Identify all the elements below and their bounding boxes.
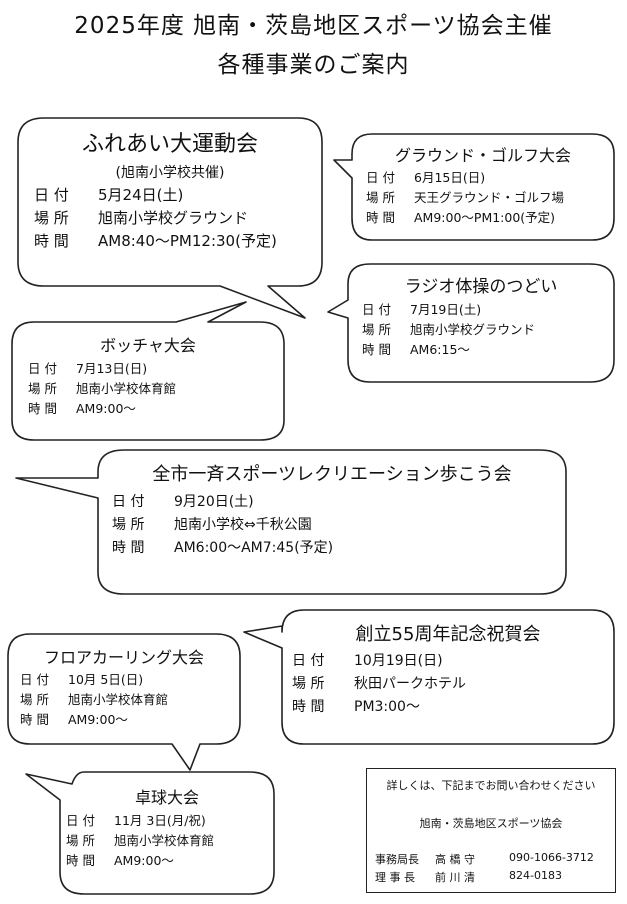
bubble-sports-day [17,117,323,319]
time-label: 時 間 [28,401,57,416]
event-title: フロアカーリング大会 [43,648,204,667]
time-label: 時 間 [66,853,95,868]
event-place: 旭南小学校体育館 [68,692,169,707]
bubble-radio-exercise [327,263,615,383]
time-label: 時 間 [34,232,69,250]
event-title: グラウンド・ゴルフ大会 [394,146,571,165]
place-label: 場 所 [20,692,49,707]
date-label: 日 付 [292,653,325,669]
event-time: AM9:00～ [68,712,128,727]
place-label: 場 所 [28,381,57,396]
contact-name-2: 前 川 清 [435,871,475,884]
event-card-walking: 全市一斉スポーツレクリエーション歩こう会 日 付 9月20日(土) 場 所 旭南小学… [98,460,566,560]
event-time: AM6:15～ [410,342,470,357]
event-date: 7月13日(日) [76,361,148,376]
event-title: 卓球大会 [134,788,199,807]
event-date: 9月20日(土) [174,494,254,510]
bubble-floor-curling [7,633,241,771]
event-card-sports-day: ふれあい大運動会 (旭南小学校共催) 日 付 5月24日(土) 場 所 旭南小学校グ… [18,126,322,253]
place-label: 場 所 [292,676,325,692]
contact-intro: 詳しくは、下記までお問い合わせください [386,779,596,792]
event-title: 全市一斉スポーツレクリエーション歩こう会 [152,464,512,485]
event-time: AM6:00～AM7:45(予定) [174,540,334,556]
event-title: ふれあい大運動会 [81,132,258,157]
event-title: ラジオ体操のつどい [404,277,558,297]
date-label: 日 付 [362,302,391,317]
date-label: 日 付 [366,170,395,185]
time-label: 時 間 [292,699,325,715]
contact-role-1: 事務局長 [375,853,419,866]
time-label: 時 間 [20,712,49,727]
event-date: 7月19日(土) [410,302,482,317]
contact-box: 詳しくは、下記までお問い合わせください 旭南・茨島地区スポーツ協会 事務局長 高… [366,768,616,893]
event-time: AM9:00～ [76,401,136,416]
event-title: 創立55周年記念祝賀会 [355,624,541,645]
date-label: 日 付 [28,361,57,376]
event-date: 6月15日(日) [414,170,486,185]
event-place: 秋田パークホテル [354,676,466,692]
event-place: 旭南小学校グラウンド [410,322,536,337]
event-card-radio-exercise: ラジオ体操のつどい 日 付 7月19日(土) 場 所 旭南小学校グラウンド 時 間 A… [348,272,614,360]
bubble-table-tennis [25,771,275,895]
event-date: 10月 5日(日) [68,672,144,687]
time-label: 時 間 [112,540,145,556]
date-label: 日 付 [20,672,49,687]
date-label: 日 付 [66,813,95,828]
page-title: 2025年度 旭南・茨島地区スポーツ協会主催 [74,13,553,39]
event-card-anniversary: 創立55周年記念祝賀会 日 付 10月19日(日) 場 所 秋田パークホテル 時 間… [282,620,614,719]
event-card-table-tennis: 卓球大会 日 付 11月 3日(月/祝) 場 所 旭南小学校体育館 時 間 AM9:0… [60,784,274,871]
contact-phone-2: 824-0183 [509,869,562,882]
event-card-floor-curling: フロアカーリング大会 日 付 10月 5日(日) 場 所 旭南小学校体育館 時 間 A… [8,644,240,730]
bubble-ground-golf [333,133,615,241]
event-subtitle: (旭南小学校共催) [115,165,225,181]
bubble-boccia [11,301,285,441]
contact-role-2: 理 事 長 [375,871,415,884]
contact-phone-1: 090-1066-3712 [509,851,594,864]
event-place: 旭南小学校⇔千秋公園 [174,517,312,533]
event-time: AM9:00～PM1:00(予定) [414,210,556,225]
page-subtitle: 各種事業のご案内 [217,52,410,78]
date-label: 日 付 [112,494,145,510]
date-label: 日 付 [34,186,69,204]
place-label: 場 所 [362,322,391,337]
event-place: 旭南小学校体育館 [76,381,177,396]
contact-org: 旭南・茨島地区スポーツ協会 [419,817,563,830]
place-label: 場 所 [112,517,145,533]
event-place: 旭南小学校グラウンド [98,209,249,227]
time-label: 時 間 [362,342,391,357]
event-place: 旭南小学校体育館 [114,833,215,848]
bubble-anniversary [243,609,615,745]
event-time: PM3:00～ [354,699,420,715]
bubble-walking [15,449,567,595]
event-card-boccia: ボッチャ大会 日 付 7月13日(日) 場 所 旭南小学校体育館 時 間 AM9:00… [12,332,284,419]
place-label: 場 所 [34,209,69,227]
contact-name-1: 高 橋 守 [435,853,475,866]
event-time: AM8:40～PM12:30(予定) [98,232,277,250]
event-time: AM9:00～ [114,853,174,868]
event-date: 10月19日(日) [354,653,443,669]
event-title: ボッチャ大会 [100,336,196,355]
event-place: 天王グラウンド・ゴルフ場 [414,190,565,205]
event-date: 11月 3日(月/祝) [114,813,206,828]
place-label: 場 所 [366,190,395,205]
place-label: 場 所 [66,833,95,848]
time-label: 時 間 [366,210,395,225]
event-date: 5月24日(土) [98,186,184,204]
